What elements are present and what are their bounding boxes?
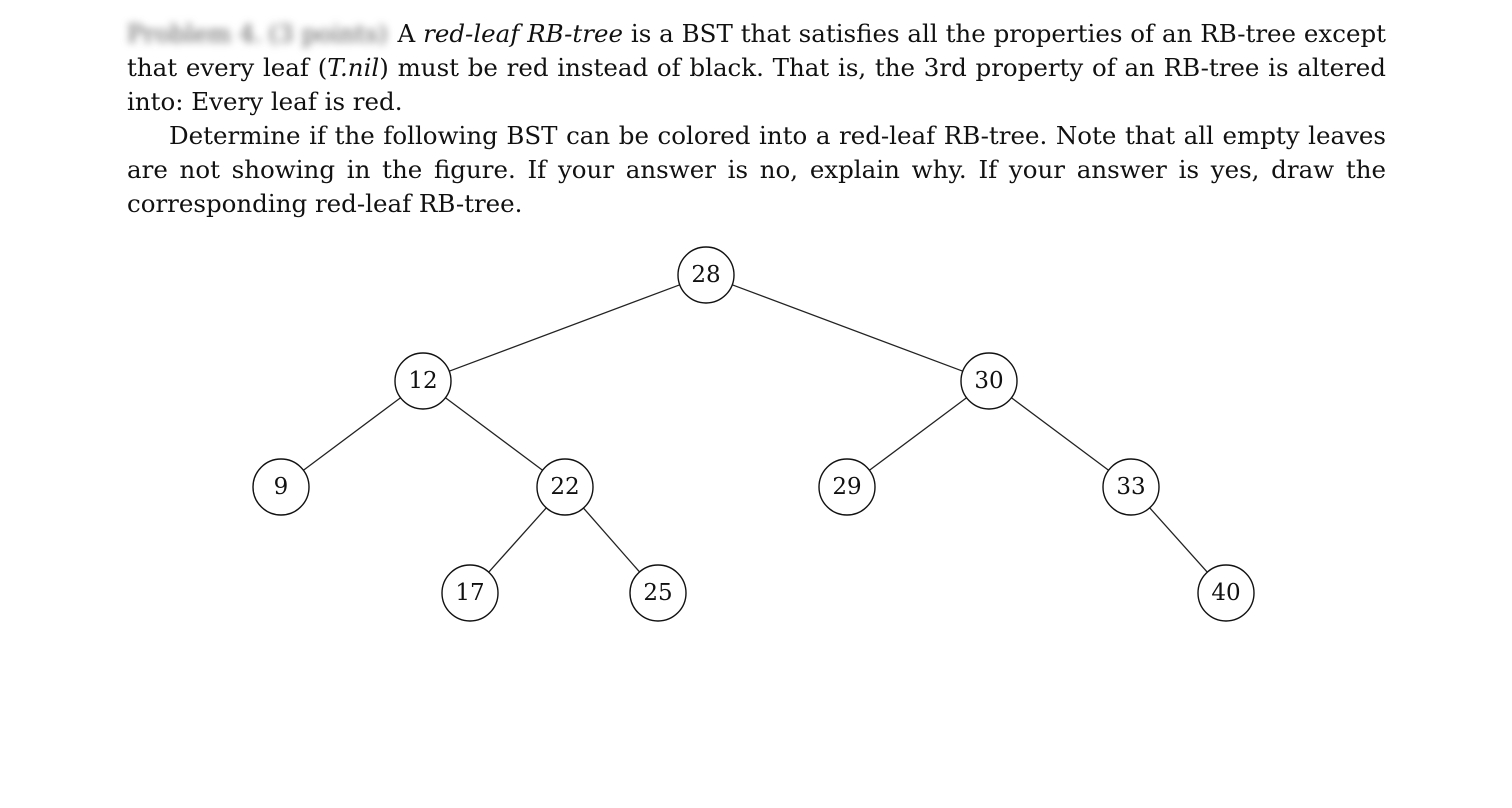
term-red-leaf-rb-tree: red-leaf RB-tree [423, 19, 623, 48]
intro-text-3: ) must be red instead of black. That is,… [127, 53, 1386, 116]
tree-node-17: 17 [441, 564, 499, 622]
node-key: 12 [408, 368, 437, 394]
problem-points: (3 points) [268, 19, 388, 48]
node-circle [536, 458, 594, 516]
problem-statement: Problem 4.(3 points) A red-leaf RB-tree i… [127, 17, 1386, 221]
edge-28-12 [448, 284, 681, 372]
tree-node-25: 25 [629, 564, 687, 622]
node-key: 33 [1116, 474, 1145, 500]
tree-edges [303, 284, 1208, 573]
node-key: 17 [455, 580, 484, 606]
problem-question: Determine if the following BST can be co… [127, 121, 1386, 218]
intro-text-1: A [397, 19, 424, 48]
node-circle [629, 564, 687, 622]
tree-node-33: 33 [1102, 458, 1160, 516]
tree-nodes: 28 12 30 9 22 29 33 17 25 40 [252, 246, 1255, 622]
edge-22-25 [582, 507, 641, 573]
problem-intro: Problem 4.(3 points) A red-leaf RB-tree i… [127, 17, 1386, 119]
node-key: 30 [974, 368, 1003, 394]
edge-28-30 [731, 284, 964, 372]
tree-node-22: 22 [536, 458, 594, 516]
intro-text-2: is a BST that satisfies all the properti… [127, 19, 1386, 82]
tree-node-30: 30 [960, 352, 1018, 410]
edge-33-40 [1149, 507, 1208, 573]
tree-node-28: 28 [677, 246, 735, 304]
node-circle [818, 458, 876, 516]
node-key: 40 [1211, 580, 1240, 606]
edge-22-17 [488, 507, 547, 573]
tree-node-40: 40 [1197, 564, 1255, 622]
problem-label: Problem 4.(3 points) [127, 19, 388, 48]
node-key: 28 [691, 262, 720, 288]
node-circle [394, 352, 452, 410]
node-key: 9 [274, 474, 289, 500]
node-key: 25 [643, 580, 672, 606]
tree-node-12: 12 [394, 352, 452, 410]
node-circle [252, 458, 310, 516]
edge-12-22 [445, 397, 543, 471]
tree-node-29: 29 [818, 458, 876, 516]
node-key: 22 [550, 474, 579, 500]
edge-30-33 [1011, 397, 1109, 471]
term-t-nil: T.nil [327, 53, 380, 82]
node-circle [677, 246, 735, 304]
node-circle [960, 352, 1018, 410]
node-circle [1197, 564, 1255, 622]
node-circle [1102, 458, 1160, 516]
tree-node-9: 9 [252, 458, 310, 516]
edge-30-29 [869, 397, 967, 471]
edge-12-9 [303, 397, 401, 471]
node-key: 29 [832, 474, 861, 500]
node-circle [441, 564, 499, 622]
